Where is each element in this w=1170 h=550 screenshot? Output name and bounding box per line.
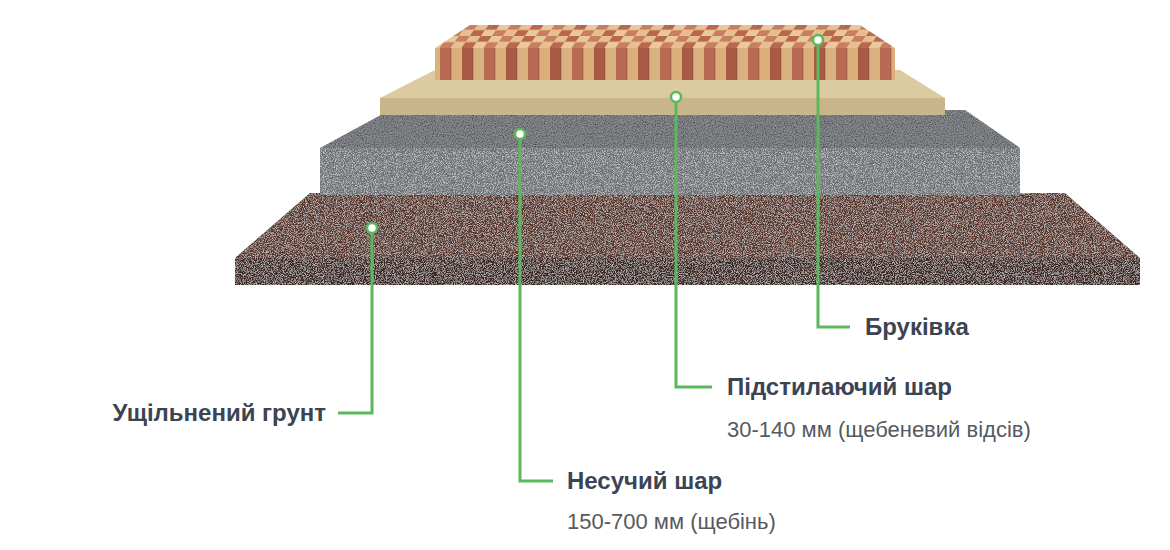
layer-name: Бруківка <box>865 313 969 342</box>
layer-name: Ущільнений грунт <box>113 399 326 428</box>
layer-name: Підстилаючий шар <box>727 373 952 402</box>
leader-dots <box>367 35 823 233</box>
gravel-layer <box>320 110 1020 195</box>
leader-lines <box>338 40 850 481</box>
layer-spec: 150-700 мм (щебінь) <box>567 509 776 535</box>
layer-spec: 30-140 мм (щебеневий відсів) <box>727 417 1031 443</box>
paver-layer <box>435 25 895 80</box>
layer-name: Несучий шар <box>567 467 722 496</box>
